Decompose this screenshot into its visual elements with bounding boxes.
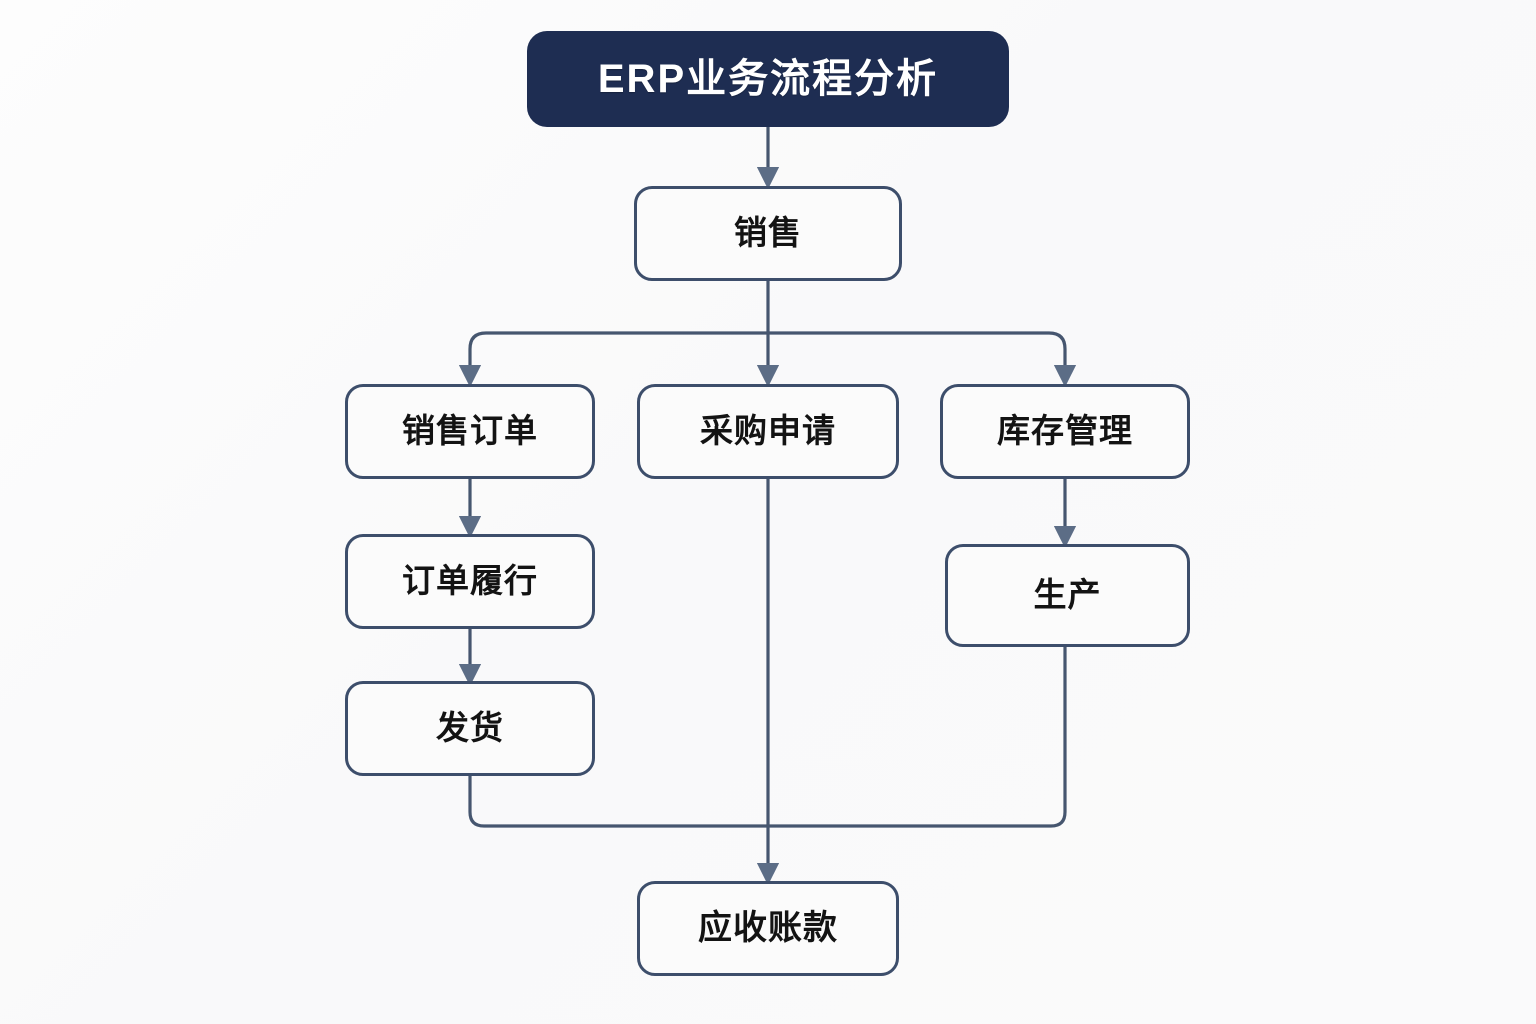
edge-bus-left — [458, 331, 770, 388]
node-production[interactable]: 生产 — [945, 544, 1190, 647]
node-accounts-receivable[interactable]: 应收账款 — [637, 881, 899, 976]
node-production-label: 生产 — [1033, 576, 1102, 614]
node-order-fulfillment-label: 订单履行 — [402, 562, 538, 600]
node-title[interactable]: ERP业务流程分析 — [527, 31, 1009, 127]
node-shipping-label: 发货 — [436, 709, 504, 747]
node-shipping[interactable]: 发货 — [345, 681, 595, 776]
node-inventory-management[interactable]: 库存管理 — [940, 384, 1190, 479]
edge-bus-right — [766, 331, 1077, 388]
node-sales[interactable]: 销售 — [634, 186, 902, 281]
node-purchase-requisition-label: 采购申请 — [700, 412, 836, 450]
node-sales-order[interactable]: 销售订单 — [345, 384, 595, 479]
edge-production-to-merge — [766, 645, 1067, 828]
node-inventory-management-label: 库存管理 — [997, 412, 1133, 450]
node-order-fulfillment[interactable]: 订单履行 — [345, 534, 595, 629]
node-sales-order-label: 销售订单 — [402, 412, 538, 450]
node-purchase-requisition[interactable]: 采购申请 — [637, 384, 899, 479]
node-sales-label: 销售 — [734, 214, 802, 252]
node-title-label: ERP业务流程分析 — [597, 57, 939, 101]
edge-shipping-to-merge — [468, 774, 770, 828]
node-accounts-receivable-label: 应收账款 — [698, 908, 838, 947]
